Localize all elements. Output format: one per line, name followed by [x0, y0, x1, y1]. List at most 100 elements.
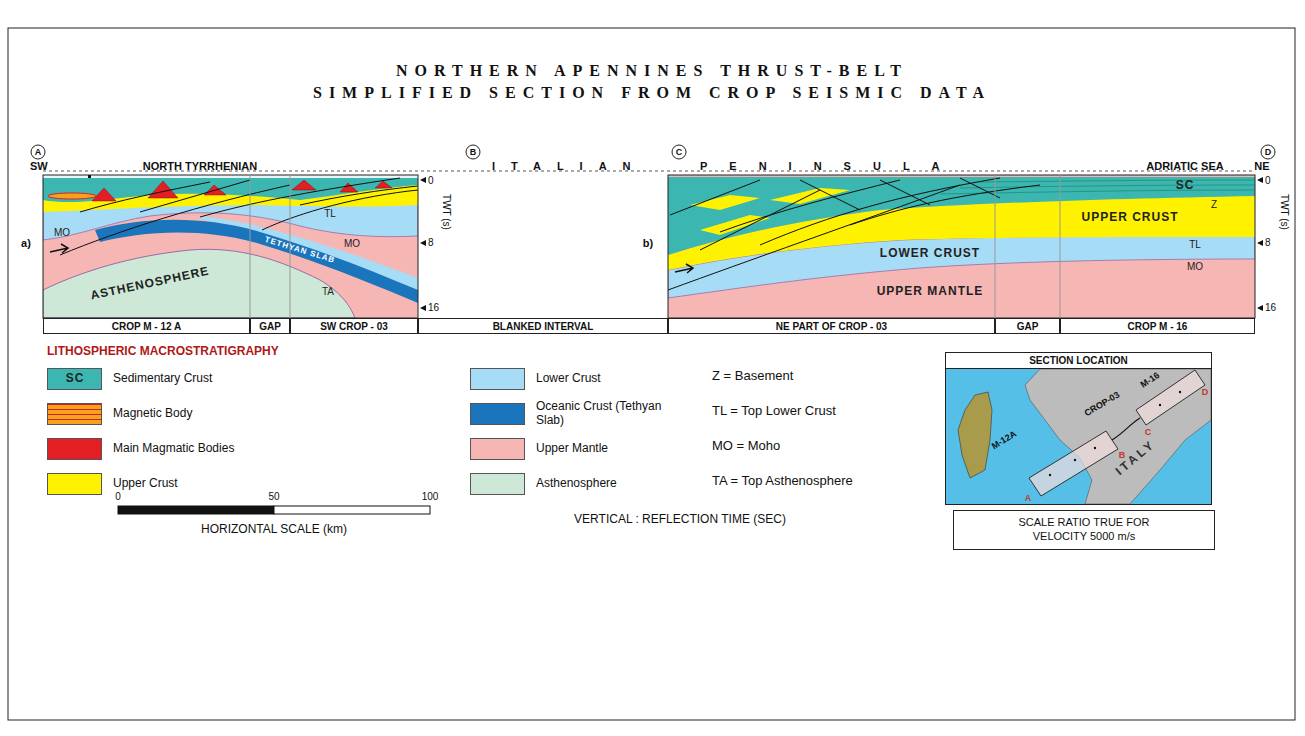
section-letter-circle [672, 145, 686, 159]
legend-text: Upper Crust [113, 477, 178, 491]
section-b [960, 178, 1000, 198]
horizon-label: TL [324, 208, 336, 220]
axis-tick [420, 305, 426, 311]
horizon-label: TA [322, 286, 334, 298]
profile-segment: SW CROP - 03 [290, 318, 418, 334]
direction-label: NE [1254, 160, 1269, 173]
scale-bar [274, 506, 430, 514]
profile-segment: CROP M - 12 A [43, 318, 250, 334]
section-b [960, 185, 1255, 188]
node-text: GAP [1017, 321, 1039, 332]
node-text: GAP [259, 321, 281, 332]
section-a [43, 175, 418, 318]
abbreviation-key: TL = Top Lower Crust [712, 404, 836, 419]
location-map [1074, 459, 1076, 461]
location-map [1049, 391, 1181, 476]
section-letter-circle [31, 145, 45, 159]
scale-bar [118, 506, 274, 514]
direction-label: SW [30, 160, 48, 173]
profile-segment: NE PART OF CROP - 03 [668, 318, 995, 334]
section-b [668, 177, 1255, 255]
panel-outline [995, 175, 996, 318]
section-a [262, 190, 418, 230]
axis-tick [1257, 177, 1263, 183]
legend-swatch [470, 368, 525, 390]
location-map [946, 369, 1211, 504]
section-b [670, 180, 760, 215]
legend-title: LITHOSPHERIC MACROSTRATIGRAPHY [47, 345, 279, 359]
panel-outline [43, 175, 418, 318]
section-a [48, 193, 96, 199]
scale-note-box: SCALE RATIO TRUE FOR VELOCITY 5000 m/s [953, 510, 1215, 550]
axis-value: 8 [428, 237, 434, 249]
section-a [292, 180, 316, 190]
panel-outline [43, 175, 1255, 318]
location-map-box: SECTION LOCATION [945, 352, 1212, 505]
node-text: CROP M - 12 A [112, 321, 181, 332]
section-letter-circle [1261, 145, 1275, 159]
legend-swatch [47, 403, 102, 425]
section-a [92, 188, 116, 201]
legend-text: Sedimentary Crust [113, 372, 212, 386]
section-a [340, 183, 358, 192]
section-letter-circle [31, 145, 1275, 159]
legend-text: Magnetic Body [113, 407, 192, 421]
section-end-letter: A [35, 147, 42, 157]
profile-segment: GAP [995, 318, 1060, 334]
location-map [1179, 391, 1181, 393]
location-map [946, 369, 1211, 504]
map-letter: D [1202, 387, 1209, 397]
blanked-interval [418, 175, 668, 318]
section-b [720, 180, 900, 232]
legend-text: Main Magmatic Bodies [113, 442, 234, 456]
region-label: ITALIAN [492, 160, 647, 173]
figure-frame [8, 28, 1295, 720]
axis-title: TWT (s) [1278, 194, 1290, 230]
legend-swatch [470, 403, 525, 425]
axis-tick [1257, 305, 1263, 311]
panel-label: b) [643, 237, 653, 250]
panel-outline [668, 175, 1255, 318]
axis-tick [420, 240, 426, 246]
axis-value: 0 [1265, 175, 1271, 187]
section-b [675, 264, 693, 273]
abbreviation-key: MO = Moho [712, 439, 780, 454]
node-text: NE PART OF CROP - 03 [776, 321, 887, 332]
axis-value: 16 [428, 302, 439, 314]
legend-text: Upper Mantle [536, 442, 608, 456]
horizon-label: MO [344, 238, 360, 250]
layer-label: UPPER CRUST [1081, 211, 1178, 225]
scale-value: 0 [115, 491, 121, 503]
scale-value: 50 [268, 491, 279, 503]
panel-outline [1060, 175, 1061, 318]
section-a [300, 186, 418, 205]
legend-swatch [470, 473, 525, 495]
horizon-label: MO [54, 227, 70, 239]
location-map [1112, 418, 1140, 440]
horizon-label: Z [1211, 199, 1217, 211]
section-b [668, 178, 1040, 290]
section-b [850, 185, 1040, 225]
location-map [958, 392, 992, 478]
panel-label: a) [21, 237, 31, 250]
abbreviation-key: Z = Basement [712, 369, 793, 384]
legend-swatch [47, 473, 102, 495]
section-end-letter: D [1265, 147, 1272, 157]
legend-text: Oceanic Crust (Tethyan Slab) [536, 400, 666, 428]
location-map [1029, 431, 1118, 496]
scale-note: VERTICAL : REFLECTION TIME (SEC) [574, 513, 786, 527]
location-map [1025, 369, 1211, 504]
section-a [60, 185, 290, 255]
section-a [50, 244, 68, 253]
section-b [668, 175, 1255, 318]
node-text: SW CROP - 03 [320, 321, 388, 332]
section-b [760, 178, 1000, 245]
profile-segment: BLANKED INTERVAL [418, 318, 668, 334]
figure-title: NORTHERN APENNINES THRUST-BELT SIMPLIFIE… [152, 60, 1152, 104]
section-end-letter: B [470, 147, 477, 157]
scale-title: HORIZONTAL SCALE (km) [201, 523, 347, 537]
map-letter: A [1025, 493, 1032, 503]
scale-bar [118, 506, 430, 514]
section-a [43, 175, 418, 318]
legend-text: Asthenosphere [536, 477, 617, 491]
